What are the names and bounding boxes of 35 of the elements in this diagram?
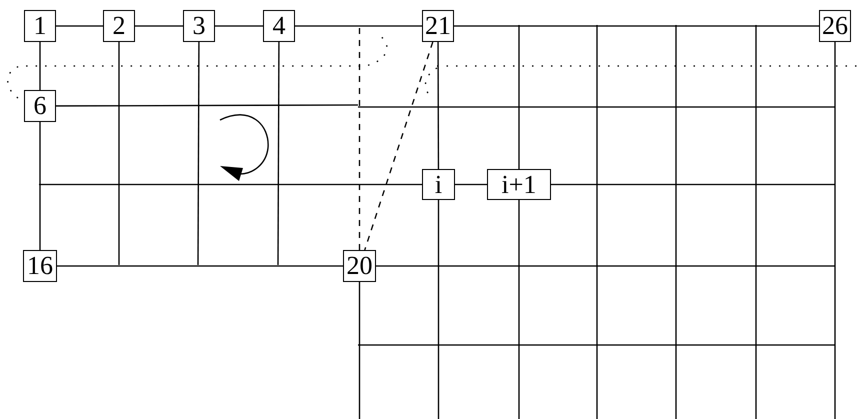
connector-line — [215, 25, 263, 27]
connector-line — [358, 25, 360, 250]
connector-line — [358, 282, 360, 419]
connector-line — [438, 200, 440, 419]
connector-line — [56, 104, 358, 107]
connector-line — [39, 122, 41, 250]
node-box: i — [422, 169, 455, 200]
connector-line — [455, 184, 487, 186]
node-box: 4 — [263, 10, 295, 42]
connector-line — [454, 25, 819, 27]
node-box: 2 — [103, 10, 135, 42]
connector-line — [135, 25, 183, 27]
node-box: 1 — [24, 10, 56, 42]
connector-line — [56, 25, 103, 27]
connector-line — [39, 42, 41, 90]
connector-line — [364, 42, 434, 250]
node-box: 26 — [819, 10, 851, 42]
connector-line — [376, 265, 835, 267]
connector-line — [834, 42, 836, 419]
connector-line — [277, 42, 280, 265]
connector-line — [437, 42, 440, 169]
connector-line — [518, 25, 520, 169]
connector-line — [197, 42, 200, 265]
node-box: 16 — [23, 250, 57, 282]
node-box: 21 — [422, 10, 454, 42]
connector-line — [518, 200, 520, 419]
node-box: 20 — [343, 250, 376, 282]
connector-line — [118, 42, 120, 265]
connector-line — [551, 184, 835, 186]
node-box: 6 — [24, 90, 56, 122]
connector-line — [39, 184, 422, 186]
node-box: 3 — [183, 10, 215, 42]
connector-line — [57, 265, 343, 267]
node-box: i+1 — [487, 169, 551, 200]
connector-line — [295, 25, 422, 27]
